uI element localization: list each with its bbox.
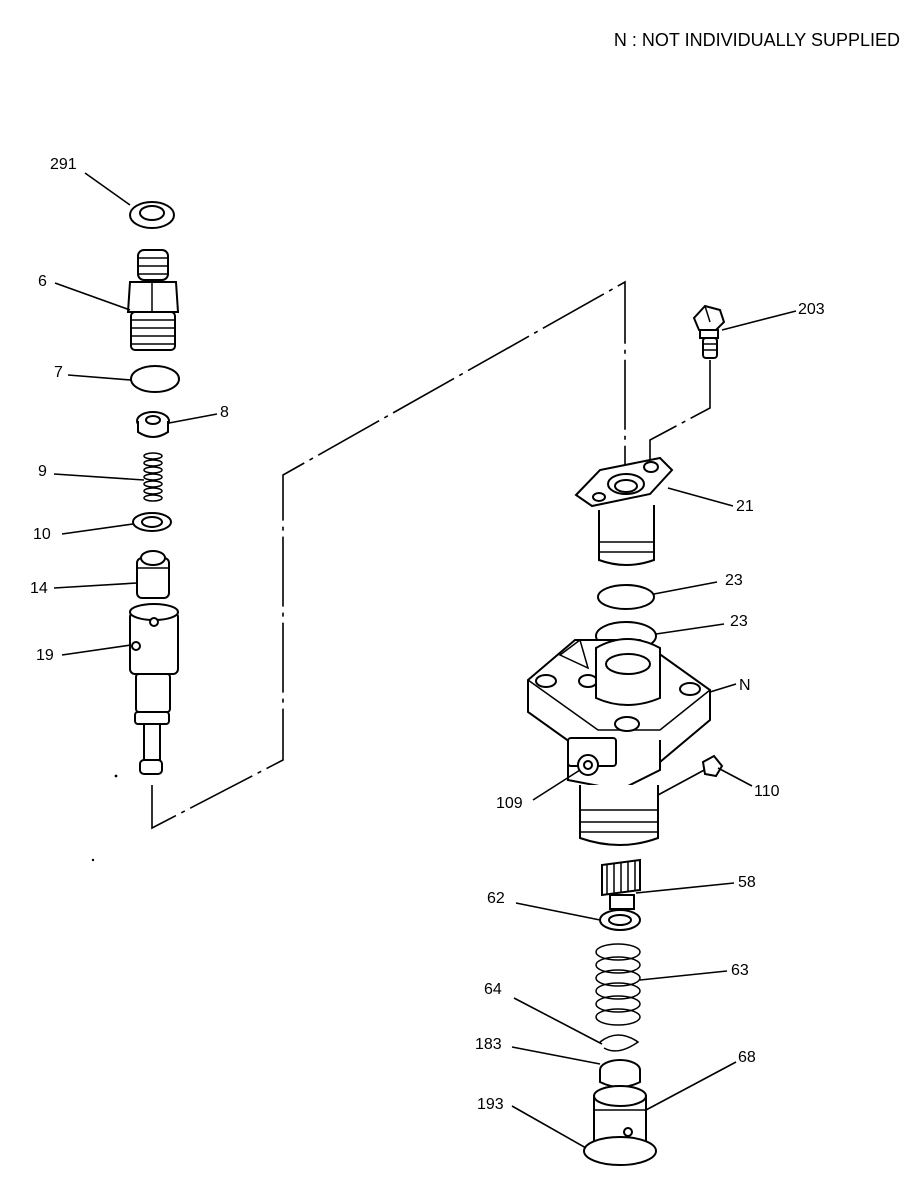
part-14-valve-seat — [136, 550, 170, 599]
callout-62: 62 — [487, 890, 505, 907]
leader-68 — [645, 1061, 737, 1111]
leader-6 — [54, 282, 131, 311]
callout-21: 21 — [736, 498, 754, 515]
not-supplied-note: N : NOT INDIVIDUALLY SUPPLIED — [614, 30, 900, 50]
leader-203 — [721, 310, 797, 331]
part-7-o-ring — [130, 365, 180, 393]
part-183-shim — [599, 1059, 641, 1088]
callout-14: 14 — [30, 580, 48, 597]
leader-64 — [513, 997, 603, 1045]
part-63-plunger-spring — [595, 943, 641, 1026]
part-19-plunger — [91, 603, 179, 862]
callout-109: 109 — [496, 795, 523, 812]
leader-110 — [717, 767, 753, 787]
callout-193: 193 — [477, 1096, 504, 1113]
part-203-bolt — [692, 304, 726, 359]
callout-183: 183 — [475, 1036, 502, 1053]
callout-10: 10 — [33, 526, 51, 543]
part-n-pump-housing — [527, 638, 711, 846]
leader-58 — [635, 882, 735, 894]
part-21-holder-flange — [574, 456, 674, 566]
leader-193 — [511, 1105, 587, 1149]
part-9-spring — [143, 452, 163, 502]
callout-7: 7 — [54, 364, 63, 381]
callout-6: 6 — [38, 273, 47, 290]
callout-58: 58 — [738, 874, 756, 891]
leader-7 — [67, 374, 132, 381]
callout-23-upper: 23 — [725, 572, 743, 589]
leader-291 — [84, 172, 131, 206]
part-291-washer — [129, 201, 175, 229]
callout-23-lower: 23 — [730, 613, 748, 630]
part-6-valve-holder — [126, 249, 180, 351]
leader-23-upper — [653, 581, 718, 595]
assembly-line-bolt — [649, 360, 711, 470]
callout-110: 110 — [754, 783, 780, 800]
leader-183 — [511, 1046, 601, 1065]
part-110-screw — [701, 754, 724, 778]
part-64-lower-seat — [599, 1034, 640, 1052]
leader-14 — [53, 582, 138, 589]
part-23-o-ring-upper — [597, 584, 655, 610]
leader-10 — [61, 523, 134, 535]
part-193-washer — [583, 1136, 657, 1166]
assembly-line-plunger — [151, 280, 626, 830]
callout-9: 9 — [38, 463, 47, 480]
leader-9 — [53, 473, 145, 481]
leader-8 — [168, 413, 218, 424]
assembly-line-screw — [657, 767, 709, 796]
leader-63 — [639, 970, 728, 981]
part-8-valve — [136, 411, 170, 438]
part-109-screw — [567, 737, 617, 776]
leader-21 — [667, 487, 734, 507]
callout-68: 68 — [738, 1049, 756, 1066]
leader-n — [709, 683, 737, 693]
leader-23-lower — [655, 623, 725, 635]
callout-64: 64 — [484, 981, 502, 998]
leader-19 — [61, 644, 132, 656]
callout-291: 291 — [50, 156, 77, 173]
leader-62 — [515, 902, 601, 921]
callout-63: 63 — [731, 962, 749, 979]
callout-n: N — [739, 677, 751, 694]
callout-19: 19 — [36, 647, 54, 664]
callout-8: 8 — [220, 404, 229, 421]
part-58-control-sleeve — [601, 858, 641, 910]
callout-203: 203 — [798, 301, 825, 318]
leader-109 — [532, 769, 581, 801]
part-62-spring-seat — [599, 909, 641, 931]
part-10-gasket — [132, 512, 172, 532]
